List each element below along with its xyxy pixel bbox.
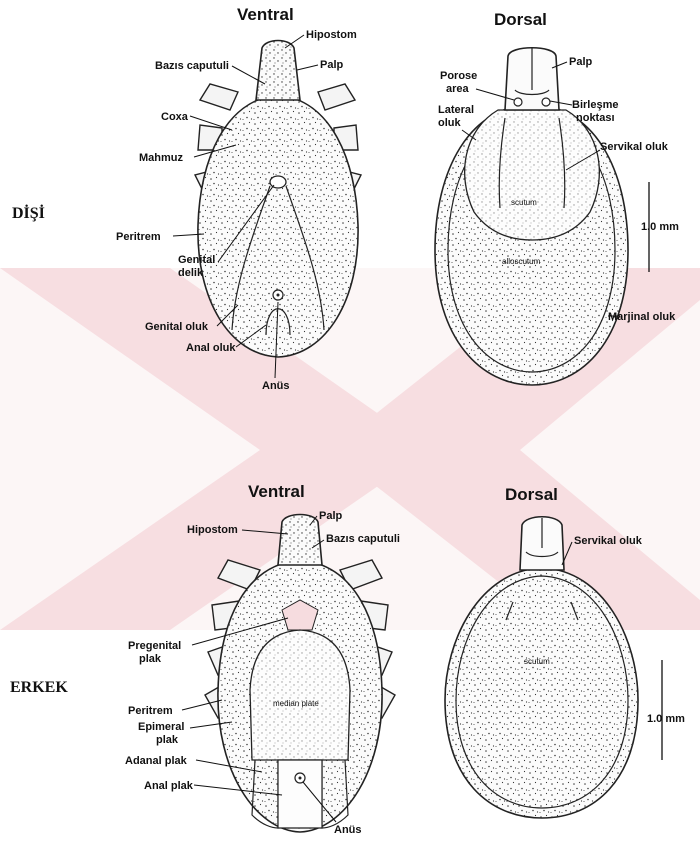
label-lateral-1: Lateral: [438, 104, 474, 116]
label-bazis-caputuli: Bazıs caputuli: [155, 60, 229, 72]
label-anal-oluk: Anal oluk: [186, 342, 236, 354]
label-scutum-female: scutum: [511, 198, 537, 207]
label-scale-male: 1.0 mm: [647, 713, 685, 725]
female-side-label: DİŞİ: [12, 203, 45, 222]
label-genital-delik-2: delik: [178, 267, 204, 279]
label-epimeral-2: plak: [156, 734, 179, 746]
label-peritrem: Peritrem: [116, 231, 161, 243]
male-ventral-illustration: [205, 515, 395, 833]
female-dorsal-header: Dorsal: [494, 10, 547, 29]
label-porose-1: Porose: [440, 70, 477, 82]
label-pregenital-2: plak: [139, 653, 162, 665]
male-side-label: ERKEK: [10, 679, 68, 696]
label-adanal-plak: Adanal plak: [125, 755, 188, 767]
label-genital-delik-1: Genital: [178, 254, 215, 266]
label-birlesme-2: noktası: [576, 112, 615, 124]
label-median-plate: median plate: [273, 699, 319, 708]
label-anus: Anüs: [262, 380, 290, 392]
label-anal-plak: Anal plak: [144, 780, 194, 792]
label-scutum-male: scutum: [524, 657, 550, 666]
label-bazis-caputuli-male: Bazıs caputuli: [326, 533, 400, 545]
male-dorsal-header: Dorsal: [505, 485, 558, 504]
label-alloscutum: alloscutum: [502, 257, 541, 266]
label-servikal-oluk-male: Servikal oluk: [574, 535, 643, 547]
label-genital-oluk: Genital oluk: [145, 321, 209, 333]
label-epimeral-1: Epimeral: [138, 721, 184, 733]
label-birlesme-1: Birleşme: [572, 99, 618, 111]
label-pregenital-1: Pregenital: [128, 640, 181, 652]
label-lateral-2: oluk: [438, 117, 461, 129]
label-anus-male: Anüs: [334, 824, 362, 836]
female-ventral-header: Ventral: [237, 5, 294, 24]
label-porose-2: area: [446, 83, 470, 95]
label-marjinal-oluk: Marjinal oluk: [608, 311, 676, 323]
label-palp-male: Palp: [319, 510, 343, 522]
label-servikal-oluk-female: Servikal oluk: [600, 141, 669, 153]
label-coxa: Coxa: [161, 111, 189, 123]
label-mahmuz: Mahmuz: [139, 152, 184, 164]
label-peritrem-male: Peritrem: [128, 705, 173, 717]
label-palp: Palp: [320, 59, 344, 71]
label-palp-dorsal: Palp: [569, 56, 593, 68]
label-hipostom: Hipostom: [306, 29, 357, 41]
label-hipostom-male: Hipostom: [187, 524, 238, 536]
label-scale-female: 1.0 mm: [641, 221, 679, 233]
male-ventral-header: Ventral: [248, 482, 305, 501]
